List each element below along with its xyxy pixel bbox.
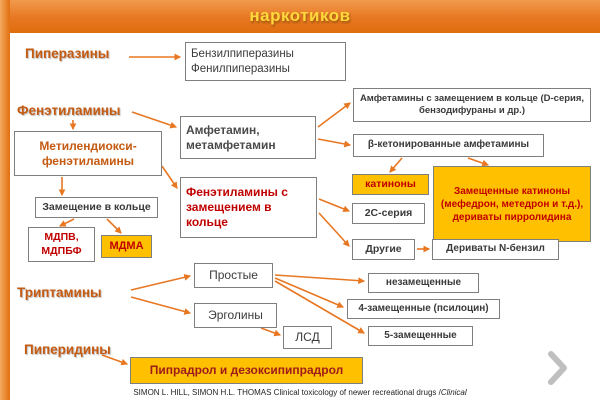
node-simple-tryptamines: Простые xyxy=(194,263,273,288)
node-ring-substituted-amphetamines: Амфетамины с замещением в кольце (D-сери… xyxy=(353,88,591,122)
node-substituted-cathinones: Замещенные катиноны (мефедрон, метедрон … xyxy=(433,166,591,242)
node-methylenedioxy-phenethylamines: Метилендиокси-фенэтиламины xyxy=(14,131,162,176)
node-unsubstituted: незамещенные xyxy=(368,273,479,293)
node-n-benzyl-derivatives: Дериваты N-бензил xyxy=(432,239,559,260)
node-4-substituted-psilocin: 4-замещенные (псилоцин) xyxy=(347,299,500,319)
node-5-substituted: 5-замещенные xyxy=(368,326,473,346)
citation-main: SIMON L. HILL, SIMON H.L. THOMAS Clinica… xyxy=(133,388,441,397)
node-2c-series: 2С-серия xyxy=(352,203,425,224)
node-phenethylamines-ring-substituted: Фенэтиламины с замещением в кольце xyxy=(180,177,317,238)
node-benzylpiperazines: Бензилпиперазины Фенилпиперазины xyxy=(185,42,346,81)
citation-journal: Clinical xyxy=(440,388,467,397)
chevron-right-icon xyxy=(548,351,567,385)
slide-header-band xyxy=(0,0,600,33)
node-amphetamine-methamphetamine: Амфетамин, метамфетамин xyxy=(180,116,316,159)
category-label-piperidines: Пиперидины xyxy=(24,342,111,357)
node-mdma: МДМА xyxy=(101,235,152,258)
left-accent-strip xyxy=(0,0,10,400)
node-mdpv-mdpbf: МДПВ, МДПБФ xyxy=(28,227,95,262)
node-ring-substitution: Замещение в кольце xyxy=(35,197,158,218)
next-slide-button[interactable] xyxy=(539,348,577,388)
node-ergolines: Эрголины xyxy=(194,303,277,328)
node-beta-keto-amphetamines: β-кетонированные амфетамины xyxy=(353,134,544,157)
node-others: Другие xyxy=(352,239,415,260)
node-cathinones: катиноны xyxy=(352,174,429,195)
category-label-piperazines: Пиперазины xyxy=(25,46,110,61)
category-label-phenethylamines: Фенэтиламины xyxy=(17,103,121,118)
category-label-tryptamines: Триптамины xyxy=(17,285,102,300)
node-pipradrol: Пипрадрол и дезоксипипрадрол xyxy=(130,357,363,384)
citation-text: SIMON L. HILL, SIMON H.L. THOMAS Clinica… xyxy=(0,388,600,397)
node-lsd: ЛСД xyxy=(283,326,332,349)
slide-title: наркотиков xyxy=(249,6,351,25)
